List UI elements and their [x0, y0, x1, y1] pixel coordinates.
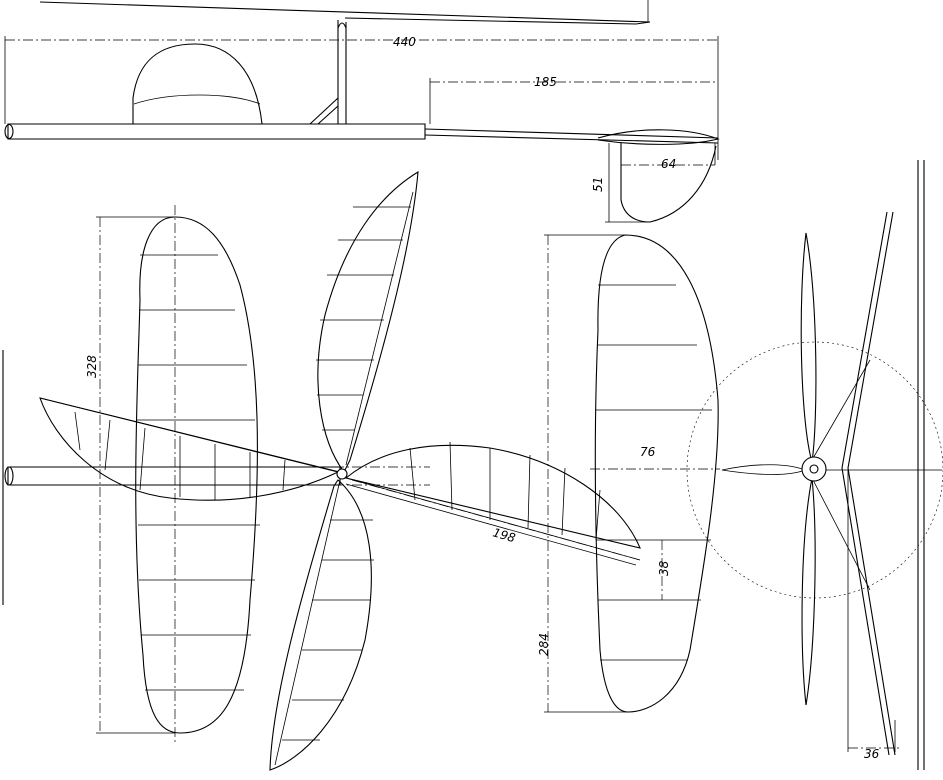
- dim-stab-chord: 76: [640, 445, 656, 459]
- front-wing: [841, 211, 896, 756]
- wing-ribs: [137, 254, 260, 691]
- side-wing-sliver: [39, 1, 651, 25]
- dim-fuselage-length: 440: [393, 35, 416, 49]
- side-fin: [620, 143, 717, 223]
- dim-fin-chord: 64: [661, 157, 676, 171]
- propeller-plan: [39, 170, 641, 771]
- front-view: [686, 160, 943, 770]
- dim-tail-moment: 185: [534, 75, 557, 89]
- tail-boom: [424, 128, 719, 144]
- side-propeller-blade: [132, 43, 263, 125]
- prop-blade-left: [39, 397, 340, 501]
- dim-stab-rib: 38: [657, 560, 671, 576]
- side-view: [4, 0, 720, 223]
- prop-blade-upper: [317, 170, 419, 474]
- fuselage-plan: [2, 350, 341, 605]
- wing-pylon: [337, 20, 347, 124]
- dim-stab-span: 284: [537, 633, 551, 656]
- stabilizer-plan: [590, 234, 720, 713]
- pylon-strut: [309, 97, 339, 125]
- plan-dimensions: 328 198 284 76 38 36: [85, 216, 880, 761]
- front-hub: [801, 456, 827, 482]
- dim-fin-height: 51: [591, 177, 605, 192]
- stabilizer-ribs: [596, 284, 712, 661]
- wing-plan: [135, 205, 260, 745]
- prop-blade-lower: [269, 479, 372, 771]
- wing-outline: [135, 216, 258, 734]
- side-dimensions: 440 185 64 51: [4, 35, 719, 192]
- stabilizer-outline: [594, 234, 719, 713]
- dim-prop-diameter: 198: [491, 525, 517, 545]
- side-fuselage: [7, 123, 426, 140]
- front-fin: [917, 160, 925, 470]
- prop-hub: [336, 468, 348, 480]
- dim-wing-span: 328: [85, 355, 99, 378]
- dim-dihedral: 36: [864, 747, 880, 761]
